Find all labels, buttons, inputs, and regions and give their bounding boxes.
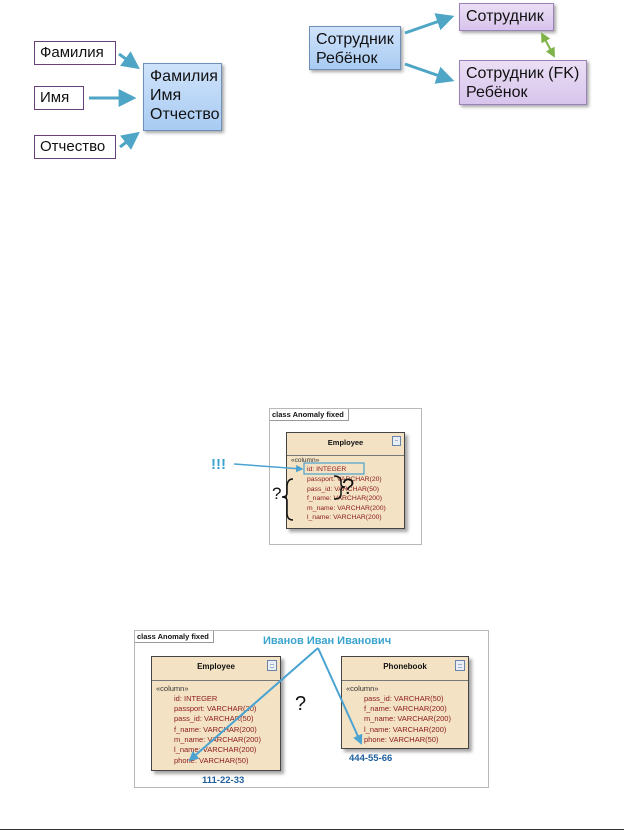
uml1-col-passport: passport: VARCHAR(20): [307, 476, 382, 483]
uml1-stereotype: «column»: [291, 457, 320, 464]
uml1-col-f-name: f_name: VARCHAR(200): [307, 495, 383, 502]
arrow-to-employee-phone: [188, 647, 319, 762]
target-top-label: Сотрудник: [466, 8, 544, 25]
uml2-right-col-1: f_name: VARCHAR(200): [364, 704, 447, 713]
uml1-class-title: Employee: [327, 438, 364, 447]
uml2-left-col-5: l_name: VARCHAR(200): [174, 745, 257, 754]
source-line-1: Сотрудник: [316, 31, 394, 48]
arrow-to-employee: [404, 13, 455, 35]
id-highlight: [303, 462, 365, 475]
uml2-left-col-4: m_name: VARCHAR(200): [174, 735, 261, 744]
question-right: ?: [342, 474, 355, 499]
uml2-frame-label: class Anomaly fixed: [135, 631, 214, 643]
uml2-left-stereotype: «column»: [156, 684, 189, 693]
uml2-phonebook-class: Phonebook «column» pass_id: VARCHAR(50) …: [341, 656, 469, 749]
uml1-separator: [287, 455, 404, 456]
familiya-box: Фамилия: [34, 41, 116, 65]
uml2-right-col-3: l_name: VARCHAR(200): [364, 725, 447, 734]
exclaim-marks: !!!: [211, 456, 226, 473]
combined-name-box: Фамилия Имя Отчество: [143, 63, 222, 131]
uml2-right-stereotype: «column»: [346, 684, 379, 693]
arrow-otchestvo: [119, 131, 140, 150]
otchestvo-label: Отчество: [40, 138, 106, 155]
familiya-label: Фамилия: [40, 44, 104, 61]
combined-line-3: Отчество: [150, 106, 220, 123]
uml2-left-col-0: id: INTEGER: [174, 694, 218, 703]
uml1-col-pass-id: pass_id: VARCHAR(50): [307, 486, 380, 493]
uml1-col-m-name: m_name: VARCHAR(200): [307, 505, 386, 512]
brace-small: [333, 475, 346, 500]
uml2-left-col-3: f_name: VARCHAR(200): [174, 725, 257, 734]
uml2-left-separator: [152, 680, 280, 681]
table-icon: [392, 436, 401, 446]
table-icon: [267, 660, 277, 671]
phone-left: 111-22-33: [202, 775, 245, 786]
uml2-right-separator: [342, 680, 468, 681]
arrow-familiya: [118, 51, 140, 70]
uml2-right-col-4: phone: VARCHAR(50): [364, 735, 439, 744]
person-name: Иванов Иван Иванович: [263, 635, 392, 647]
uml2-right-col-2: m_name: VARCHAR(200): [364, 714, 451, 723]
uml2-employee-class: Employee «column» id: INTEGER passport: …: [151, 656, 281, 771]
employee-table-box: Сотрудник: [459, 3, 554, 31]
uml2-left-class-title: Employee: [197, 662, 235, 671]
page-footer-rule: [0, 829, 624, 830]
uml1-frame-label: class Anomaly fixed: [270, 409, 349, 421]
target-bottom-line-2: Ребёнок: [466, 84, 528, 101]
uml2-left-col-1: passport: VARCHAR(20): [174, 704, 257, 713]
arrow-to-id: [233, 463, 304, 473]
table-icon: [455, 660, 465, 671]
imya-label: Имя: [40, 89, 70, 106]
otchestvo-box: Отчество: [34, 135, 116, 159]
uml2-left-col-6: phone: VARCHAR(50): [174, 756, 249, 765]
uml2-right-class-title: Phonebook: [383, 662, 427, 671]
phone-right: 444-55-66: [349, 753, 393, 764]
combined-line-2: Имя: [150, 87, 182, 104]
uml1-col-id: id: INTEGER: [307, 466, 347, 473]
question-left: ?: [272, 484, 282, 503]
arrow-to-phonebook-phone: [317, 647, 363, 745]
source-line-2: Ребёнок: [316, 50, 378, 67]
imya-box: Имя: [34, 86, 84, 110]
uml1-employee-class: Employee «column» id: INTEGER passport: …: [286, 432, 405, 529]
child-table-box: Сотрудник (FK) Ребёнок: [459, 60, 587, 105]
combined-line-1: Фамилия: [150, 68, 218, 85]
uml2-left-col-2: pass_id: VARCHAR(50): [174, 714, 254, 723]
uml2-question: ?: [295, 693, 307, 715]
uml1-col-l-name: l_name: VARCHAR(200): [307, 514, 382, 521]
employee-child-box: Сотрудник Ребёнок: [309, 26, 401, 70]
target-bottom-line-1: Сотрудник (FK): [466, 65, 580, 82]
uml2-right-col-0: pass_id: VARCHAR(50): [364, 694, 444, 703]
brace-left: [281, 478, 294, 521]
arrow-to-child: [404, 62, 455, 84]
fk-relation-arrow: [541, 32, 555, 58]
